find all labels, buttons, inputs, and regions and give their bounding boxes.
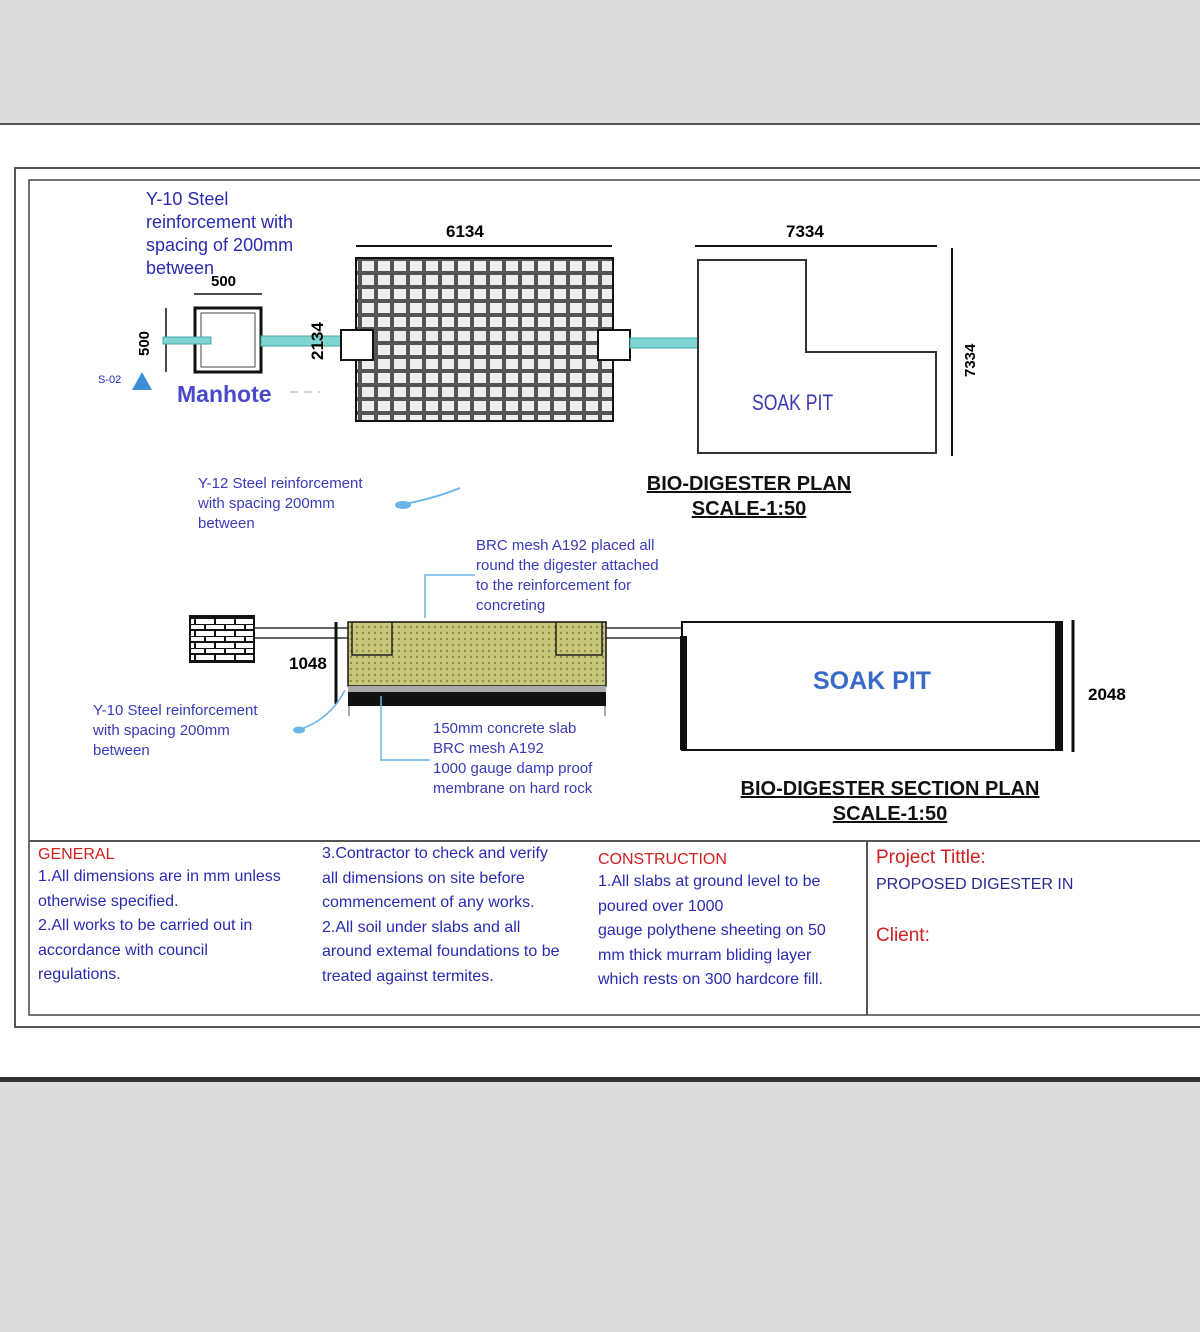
client-label: Client: [876,925,930,946]
section-scale: SCALE-1:50 [832,803,948,825]
dim-digester-section-height: 1048 [289,654,327,673]
digester-plan [340,245,699,422]
slab-note: 150mm concrete slab BRC mesh A192 1000 g… [433,720,593,797]
construction-heading: CONSTRUCTION [598,851,727,868]
brc-mesh-note: BRC mesh A192 placed all round the diges… [476,537,659,614]
dim-digester-height: 2134 [308,322,327,360]
inner-frame [28,179,1200,1016]
y10-section-note: Y-10 Steel reinforcement with spacing 20… [93,702,258,759]
additional-notes: 3.Contractor to check and verify all dim… [322,845,560,985]
manhole-plan [132,293,342,393]
soakpit-section-label: SOAK PIT [813,667,932,695]
plan-title: BIO-DIGESTER PLAN [646,473,852,495]
project-title-value: PROPOSED DIGESTER IN [876,876,1074,893]
dim-manhole-width: 500 [211,273,237,290]
dim-soakpit-height: 7334 [962,343,979,377]
soakpit-plan [695,245,953,456]
outer-frame [14,167,1200,1028]
y12-note: Y-12 Steel reinforcement with spacing 20… [198,475,363,532]
dim-soakpit-section-height: 2048 [1088,685,1126,704]
soakpit-section [680,620,1075,752]
dim-soakpit-width: 7334 [786,222,824,241]
soakpit-plan-label: SOAK PIT [752,390,834,415]
section-title: BIO-DIGESTER SECTION PLAN [740,778,1040,800]
digester-section [189,574,690,761]
dim-digester-width: 6134 [446,222,484,241]
section-marker: S-02 [98,374,122,386]
construction-notes: 1.All slabs at ground level to be poured… [598,873,826,988]
plan-scale: SCALE-1:50 [691,498,807,520]
manhole-label: Manhote [177,381,272,407]
general-heading: GENERAL [38,846,115,863]
general-notes: 1.All dimensions are in mm unless otherw… [38,868,281,983]
project-title-label: Project Tittle: [876,847,986,868]
y10-plan-note: Y-10 Steel reinforcement with spacing of… [146,189,294,278]
dim-manhole-height: 500 [136,330,153,356]
